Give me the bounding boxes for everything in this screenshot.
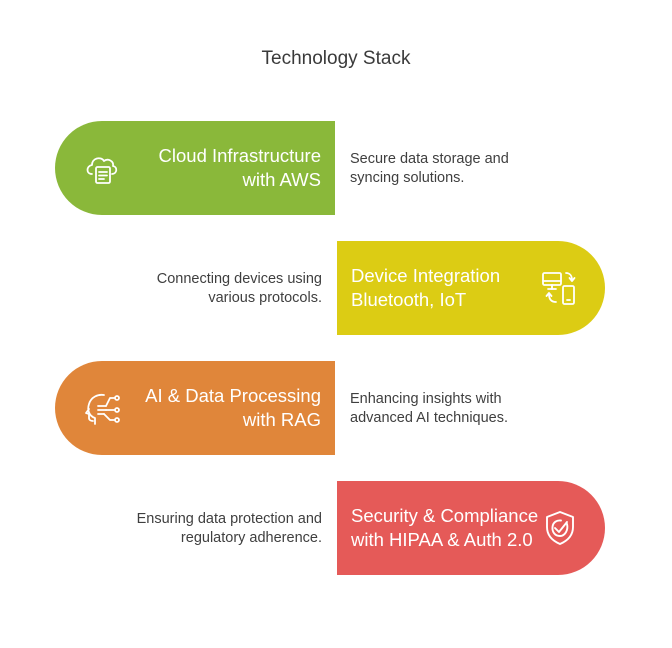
desc-line: various protocols. (208, 290, 322, 306)
device-integration-block: Device Integration Bluetooth, IoT (337, 241, 605, 335)
label-line: with RAG (242, 409, 321, 430)
desc-line: Ensuring data protection and (136, 511, 322, 527)
pill-label: Device Integration Bluetooth, IoT (351, 264, 500, 312)
ai-data-processing-description: Enhancing insights with advanced AI tech… (350, 390, 508, 428)
diagram-title: Technology Stack (261, 48, 411, 69)
label-line: Cloud Infrastructure (158, 145, 321, 166)
security-compliance-block: Security & Compliance with HIPAA & Auth … (337, 481, 605, 575)
desc-line: Enhancing insights with (350, 391, 502, 407)
pill-label: AI & Data Processing with RAG (145, 384, 321, 432)
desc-line: Secure data storage and (350, 151, 509, 167)
ai-data-processing-block: AI & Data Processing with RAG (55, 361, 335, 455)
label-line: AI & Data Processing (145, 385, 321, 406)
device-integration-description: Connecting devices using various protoco… (157, 270, 322, 308)
security-compliance-description: Ensuring data protection and regulatory … (137, 510, 322, 548)
desc-line: advanced AI techniques. (350, 410, 509, 426)
desc-line: regulatory adherence. (180, 530, 322, 546)
label-line: Device Integration (351, 265, 501, 286)
pill-label: Cloud Infrastructure with AWS (159, 144, 321, 192)
cloud-document-icon (81, 147, 123, 189)
ai-head-icon (81, 387, 123, 429)
label-line: with AWS (242, 169, 321, 190)
cloud-infrastructure-block: Cloud Infrastructure with AWS (55, 121, 335, 215)
desc-line: syncing solutions. (350, 170, 465, 186)
label-line: Security & Compliance (351, 505, 539, 526)
label-line: with HIPAA & Auth 2.0 (351, 529, 533, 550)
device-sync-icon (539, 267, 581, 309)
label-line: Bluetooth, IoT (351, 289, 467, 310)
cloud-infrastructure-description: Secure data storage and syncing solution… (350, 150, 509, 188)
shield-check-icon (539, 507, 581, 549)
pill-label: Security & Compliance with HIPAA & Auth … (351, 504, 538, 552)
desc-line: Connecting devices using (156, 271, 322, 287)
